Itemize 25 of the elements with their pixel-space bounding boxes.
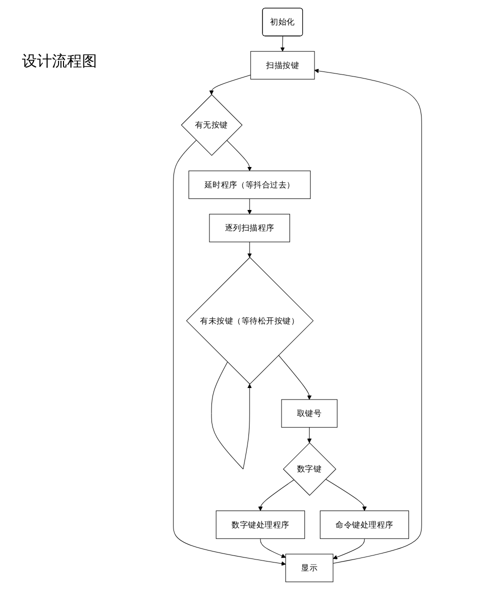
arrow (247, 242, 252, 258)
node-diamond: 有无按键 (181, 94, 242, 156)
node-box: 取键号 (281, 399, 338, 428)
arrow (209, 74, 251, 95)
node-box: 显示 (285, 554, 334, 582)
arrow (260, 538, 286, 558)
arrow (280, 36, 285, 52)
arrow (278, 354, 312, 400)
node-box: 扫描按键 (250, 51, 315, 80)
node-diamond: 数字键 (282, 442, 336, 496)
arrow (226, 140, 252, 172)
arrow (332, 538, 365, 560)
node-box: 命令键处理程序 (320, 510, 409, 539)
arrow (325, 478, 367, 511)
node-box: 延时程序（等抖合过去） (188, 170, 311, 199)
arrow (247, 198, 252, 214)
arrow (314, 68, 422, 564)
arrow (307, 427, 312, 444)
arrow (211, 362, 252, 470)
title: 设计流程图 (22, 52, 97, 71)
node-box: 逐列扫描程序 (209, 214, 290, 242)
node-diamond: 有未按键（等待松开按键） (186, 257, 314, 384)
node-box: 数字键处理程序 (216, 510, 305, 539)
arrow (258, 480, 294, 511)
arrow (173, 140, 286, 566)
